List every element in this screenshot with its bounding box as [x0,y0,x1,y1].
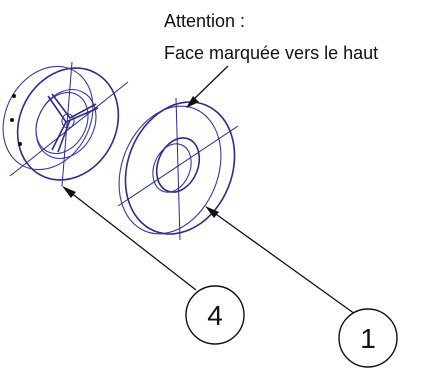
part-4-outer-front [16,67,120,181]
part-4-rim-dot [12,94,16,98]
callout-1-circle [338,308,398,368]
callout-4-circle [185,285,245,345]
part-4-inner-bore-back [35,92,89,154]
note-leader-arrowhead [186,96,199,108]
part-4-drawing [2,61,129,187]
part-4-outer-back [2,65,94,171]
part-1-back-face [118,105,222,235]
part-1-front-face [124,101,236,235]
callout-1-leader-line [212,211,356,315]
note-leader-line [191,65,229,102]
callout-4-leader-line [69,191,197,291]
part-4-axis [9,81,129,177]
note-leader [186,65,229,108]
part-4-rim-dot [18,142,22,146]
part-1-axis [175,97,181,241]
callout-4-number: 4 [207,300,223,331]
note-attention-label: Attention : [164,11,245,31]
part-1-hole-back [152,143,192,193]
part-1-drawing [117,97,239,241]
note-face-marked-up-label: Face marquée vers le haut [164,43,378,63]
callout-4-arrowhead [62,186,76,198]
part-1-hole-front [155,137,201,193]
callout-4-balloon: 4 [185,285,245,345]
callout-4-leader [62,186,197,291]
part-4-spider-arm [51,93,97,120]
part-4-rim-dot [10,118,14,122]
callout-1-number: 1 [360,323,376,354]
callout-1-leader [205,206,356,315]
callout-1-balloon: 1 [338,308,398,368]
part-4-spider-arm [57,119,71,153]
callout-1-arrowhead [205,206,219,218]
part-4-axis [61,61,73,187]
